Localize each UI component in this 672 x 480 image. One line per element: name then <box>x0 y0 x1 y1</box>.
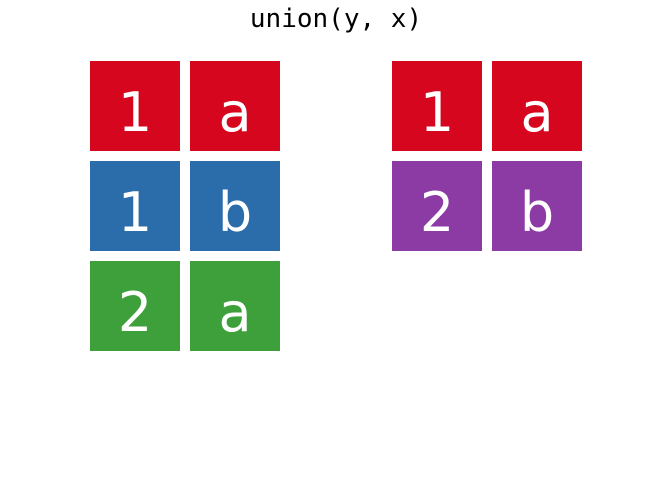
cell-value: b <box>217 181 253 244</box>
cell-value: b <box>519 181 555 244</box>
cell: b <box>190 161 280 251</box>
cell: 2 <box>90 261 180 351</box>
cell-value: 1 <box>117 181 153 244</box>
cell-value: a <box>218 81 252 144</box>
cell: a <box>190 61 280 151</box>
table-row: 1 a <box>392 61 582 161</box>
cell-value: 2 <box>419 181 455 244</box>
left-table: 1 a 1 b 2 a <box>90 61 280 351</box>
table-row: 2 b <box>392 161 582 251</box>
cell: 1 <box>90 161 180 251</box>
table-row: 1 b <box>90 161 280 261</box>
right-table: 1 a 2 b <box>392 61 582 251</box>
cell-value: 2 <box>117 281 153 344</box>
table-row: 1 a <box>90 61 280 161</box>
table-row: 2 a <box>90 261 280 351</box>
cell: 2 <box>392 161 482 251</box>
cell: a <box>492 61 582 151</box>
cell-value: a <box>520 81 554 144</box>
cell-value: 1 <box>419 81 455 144</box>
cell: a <box>190 261 280 351</box>
cell-value: 1 <box>117 81 153 144</box>
cell: 1 <box>392 61 482 151</box>
cell: b <box>492 161 582 251</box>
cell: 1 <box>90 61 180 151</box>
figure-title: union(y, x) <box>249 4 423 34</box>
cell-value: a <box>218 281 252 344</box>
